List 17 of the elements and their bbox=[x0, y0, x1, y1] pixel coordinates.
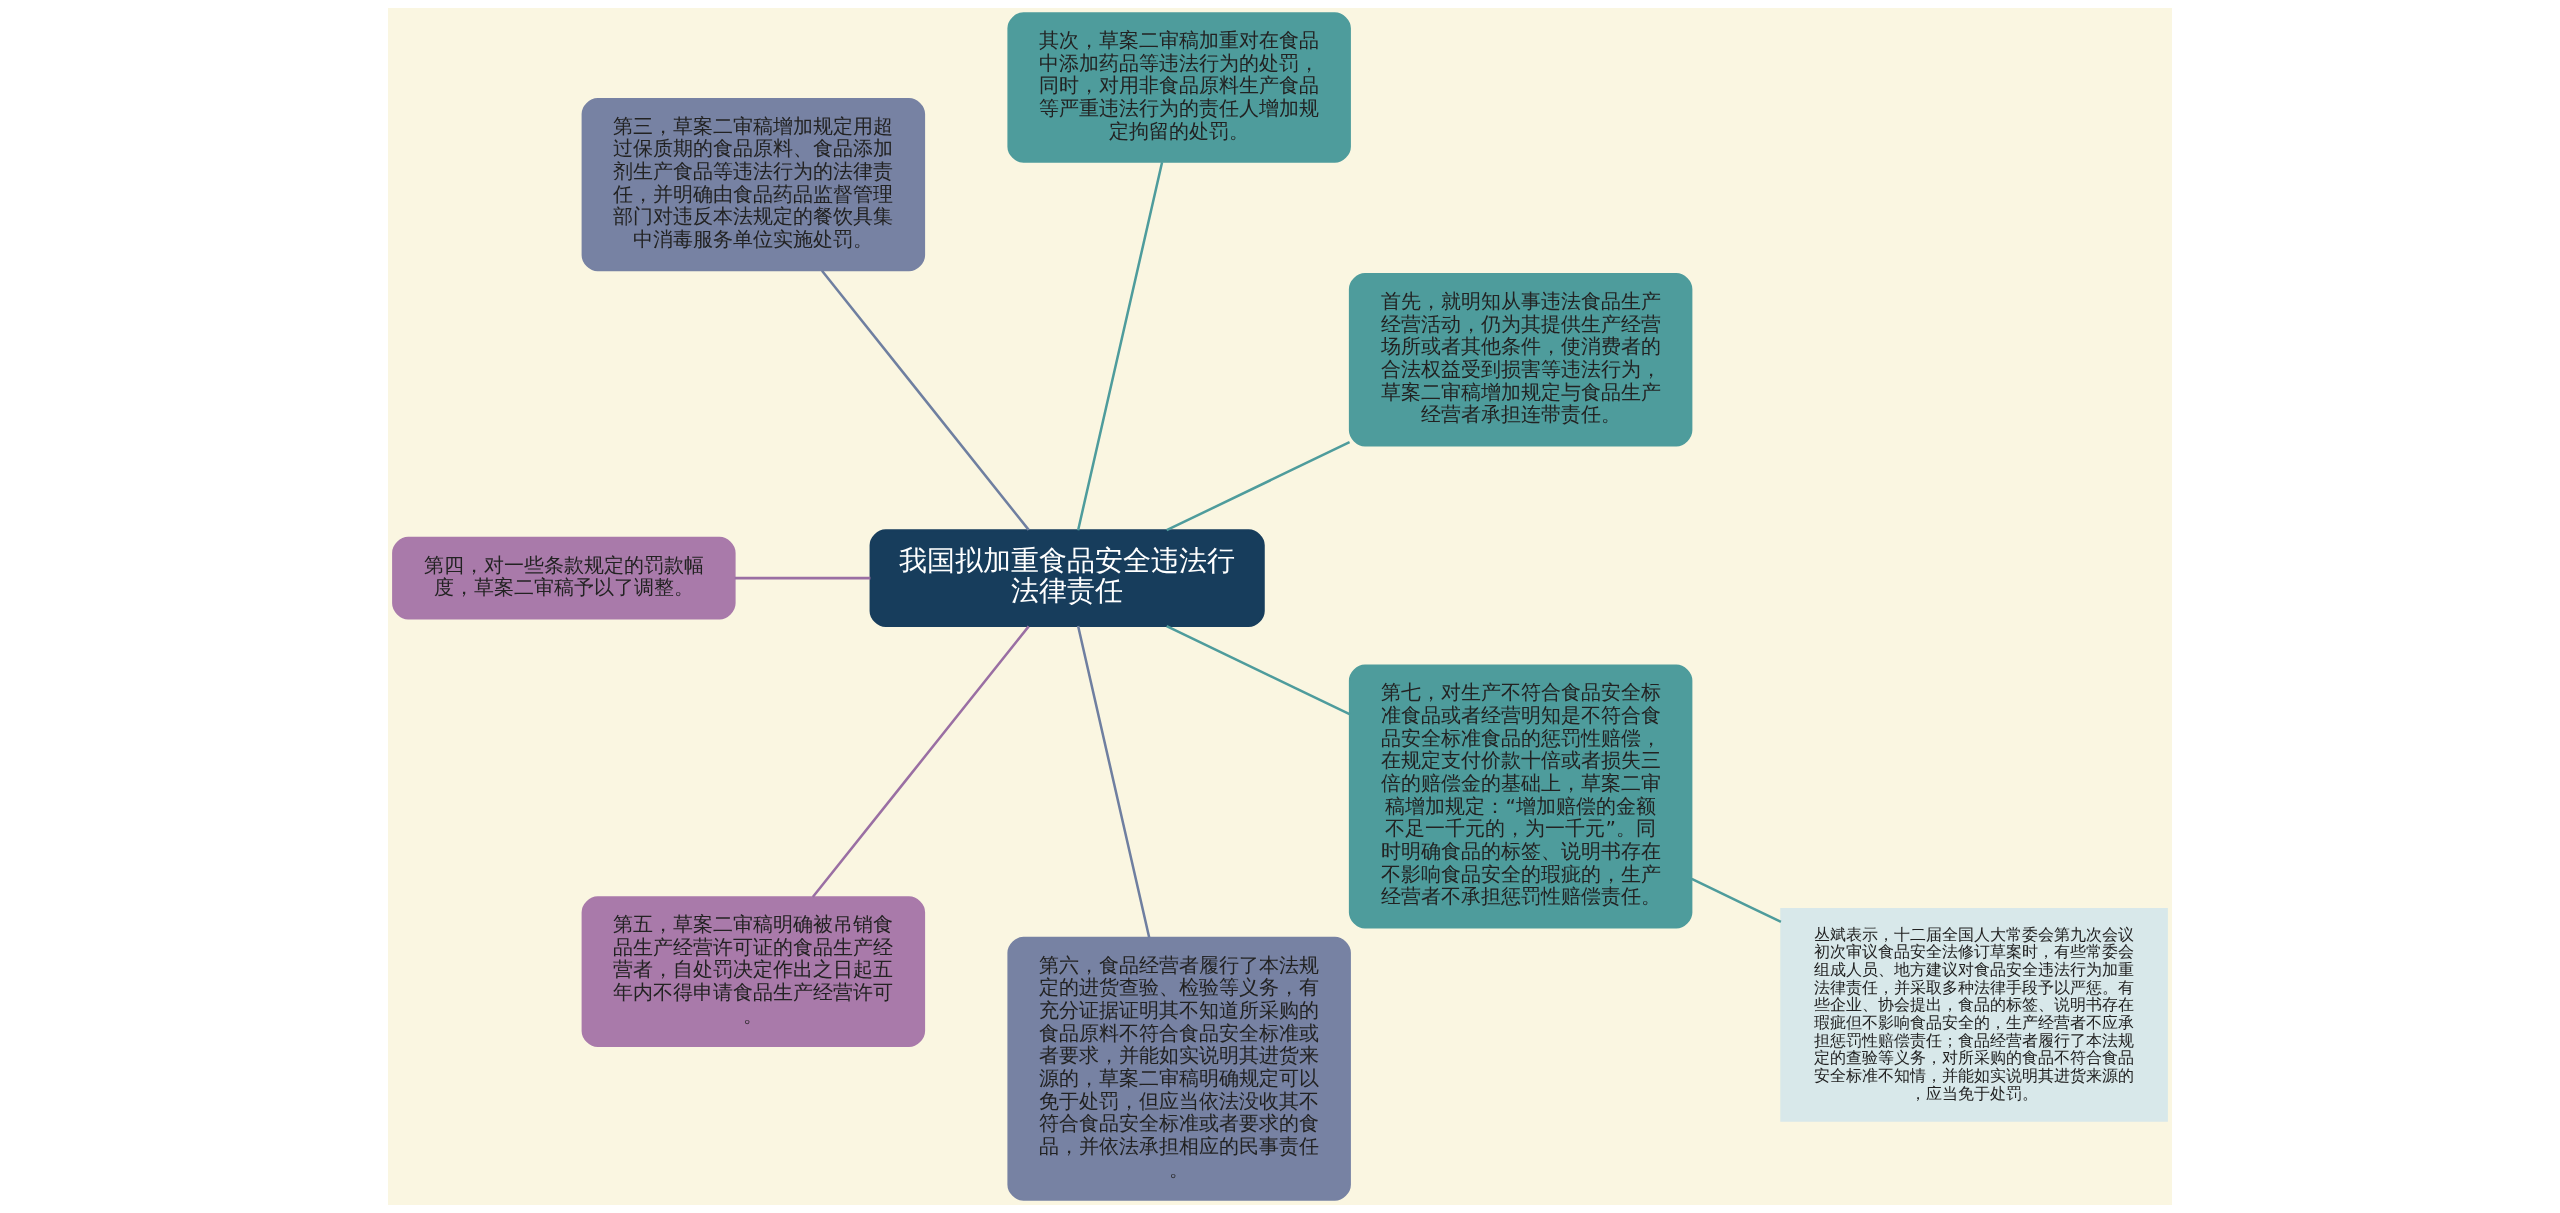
node-box: 其次，草案二审稿加重对在食品中添加药品等违法行为的处罚，同时，对用非食品原料生产食品等严重违法行为的责任人增加规定拘留的处罚。 bbox=[1007, 12, 1351, 163]
node-box: 第五，草案二审稿明确被吊销食品生产经营许可证的食品生产经营者，自处罚决定作出之日起五年内不得申请食品生产经营许可。 bbox=[581, 896, 926, 1047]
connector bbox=[1166, 624, 1351, 716]
node-box: 第七，对生产不符合食品安全标准食品或者经营明知是不符合食品安全标准食品的惩罚性赔偿，在规定支付价款十倍或者损失三倍的赔偿金的基础上，草案二审稿增加规定：“增加赔偿的金额不足一千元的，为一千元”。同时明确食品的标签、说明书存在不影响食品安全的瑕疵的，生产经营者不承担惩罚性赔偿责任。 bbox=[1348, 664, 1693, 929]
node-box: 第六，食品经营者履行了本法规定的进货查验、检验等义务，有充分证据证明其不知道所采购的食品原料不符合食品安全标准或者要求，并能如实说明其进货来源的，草案二审稿明确规定可以免于处罚，但应当依法没收其不符合食品安全标准或者要求的食品，并依法承担相应的民事责任。 bbox=[1007, 936, 1351, 1201]
connector bbox=[821, 269, 1030, 531]
connector bbox=[734, 576, 871, 580]
connector bbox=[1076, 161, 1164, 531]
node-box: 首先，就明知从事违法食品生产经营活动，仍为其提供生产经营场所或者其他条件，使消费者的合法权益受到损害等违法行为，草案二审稿增加规定与食品生产经营者承担连带责任。 bbox=[1348, 273, 1693, 447]
connector bbox=[1691, 877, 1782, 923]
connector bbox=[1076, 625, 1151, 938]
node-box: 第四，对一些条款规定的罚款幅度，草案二审稿予以了调整。 bbox=[392, 536, 736, 620]
node-box: 丛斌表示，十二届全国人大常委会第九次会议初次审议食品安全法修订草案时，有些常委会组成人员、地方建议对食品安全违法行为加重法律责任，并采取多种法律手段予以严惩。有些企业、协会提出，食品的标签、说明书存在瑕疵但不影响食品安全的，生产经营者不应承担惩罚性赔偿责任；食品经营者履行了本法规定的查验等义务，对所采购的食品不符合食品安全标准不知情，并能如实说明其进货来源的，应当免于处罚。 bbox=[1780, 908, 2168, 1122]
connector bbox=[1166, 441, 1351, 532]
connector bbox=[811, 625, 1030, 898]
node-box: 我国拟加重食品安全违法行法律责任 bbox=[869, 529, 1265, 627]
node-box: 第三，草案二审稿增加规定用超过保质期的食品原料、食品添加剂生产食品等违法行为的法律责任，并明确由食品药品监督管理部门对违反本法规定的餐饮具集中消毒服务单位实施处罚。 bbox=[581, 97, 926, 272]
